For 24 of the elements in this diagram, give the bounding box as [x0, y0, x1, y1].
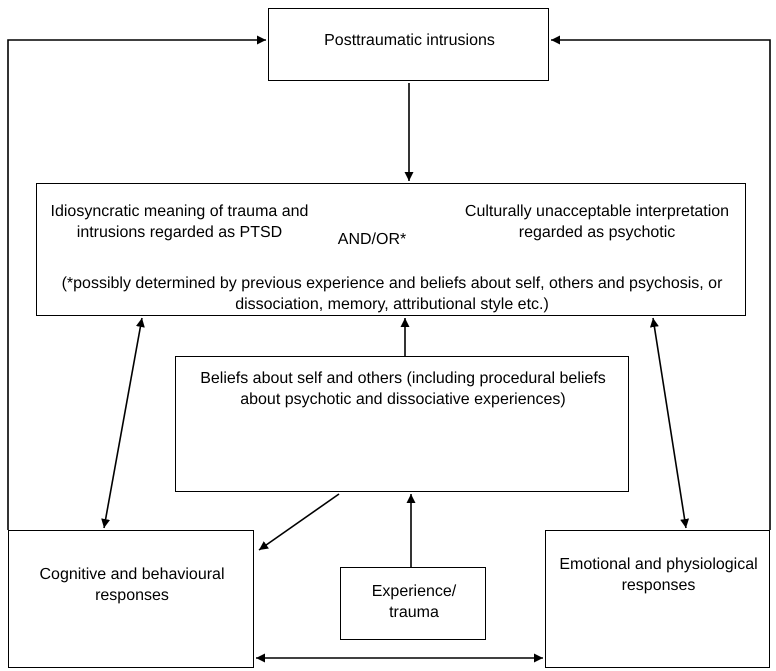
arrow [404, 83, 414, 181]
process-box [268, 8, 549, 81]
process-box [340, 567, 486, 640]
box-text: Culturally unacceptable interpretation regarded as psychotic [464, 202, 730, 243]
arrow [406, 494, 416, 567]
arrow [256, 654, 543, 662]
arrow [551, 36, 771, 530]
process-box [36, 183, 746, 316]
arrow [400, 318, 410, 356]
arrow [101, 318, 145, 528]
process-box [175, 356, 629, 492]
arrow [650, 318, 690, 528]
arrow [7, 36, 266, 530]
box-text: Emotional and physiological responses [558, 555, 759, 596]
box-text: AND/OR* [336, 230, 408, 250]
box-text: Experience/ trauma [370, 582, 458, 623]
arrow [258, 493, 340, 551]
box-text: Cognitive and behavioural responses [38, 565, 226, 606]
box-text: Posttraumatic intrusions [323, 31, 496, 51]
process-box [8, 530, 254, 668]
box-text: (*possibly determined by previous experience and beliefs about self, others and psychosis, or dissociation, memory, attributional style etc.) [60, 274, 724, 315]
process-box [545, 530, 770, 668]
box-text: Beliefs about self and others (including procedural beliefs about psychotic and dissociative experiences) [199, 369, 607, 410]
box-text: Idiosyncratic meaning of trauma and intrusions regarded as PTSD [50, 202, 310, 243]
